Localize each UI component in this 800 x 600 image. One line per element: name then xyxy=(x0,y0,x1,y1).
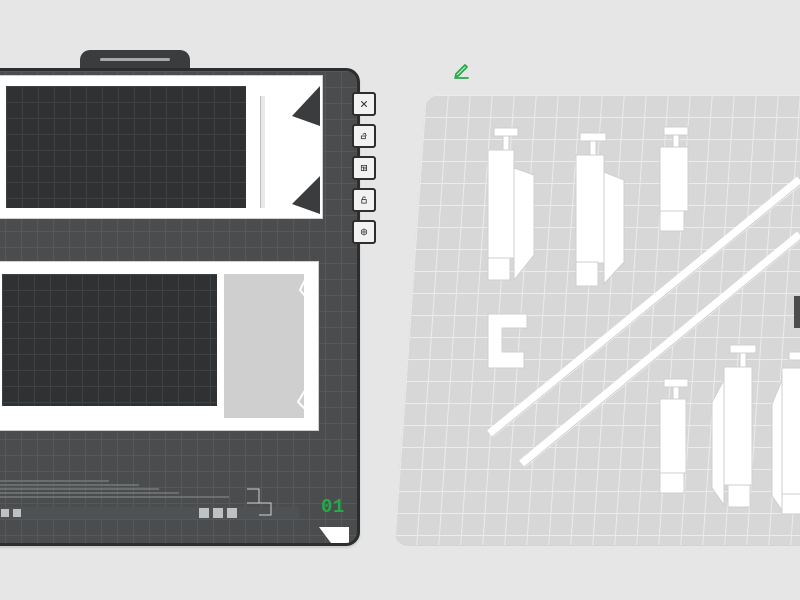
lock-icon xyxy=(361,196,367,204)
model-panel-top-clip xyxy=(292,86,320,214)
settings-icon xyxy=(360,228,368,236)
plate-side-toolbar xyxy=(352,92,386,262)
model-panel-top-edge xyxy=(260,96,265,208)
plate-settings-button[interactable] xyxy=(352,220,376,244)
pencil-icon[interactable] xyxy=(452,60,472,80)
plate-number-label: 01 xyxy=(321,496,345,518)
orient-icon xyxy=(360,132,367,140)
arrange-icon xyxy=(360,164,368,172)
build-plate-1[interactable] xyxy=(0,68,360,546)
model-panel-bottom-clip xyxy=(296,269,311,415)
arrange-button[interactable] xyxy=(352,156,376,180)
model-panel-bottom-surface xyxy=(2,274,217,406)
close-icon xyxy=(361,101,367,107)
auto-orient-button[interactable] xyxy=(352,124,376,148)
model-panel-top-surface xyxy=(6,86,246,208)
model-panel-bottom-shade xyxy=(224,274,304,418)
model-panel-bottom[interactable] xyxy=(0,261,319,431)
model-panel-top[interactable] xyxy=(0,75,323,219)
plate-handle xyxy=(80,50,190,68)
close-plate-button[interactable] xyxy=(352,92,376,116)
plate-bottom-scale xyxy=(0,480,349,543)
lock-plate-button[interactable] xyxy=(352,188,376,212)
